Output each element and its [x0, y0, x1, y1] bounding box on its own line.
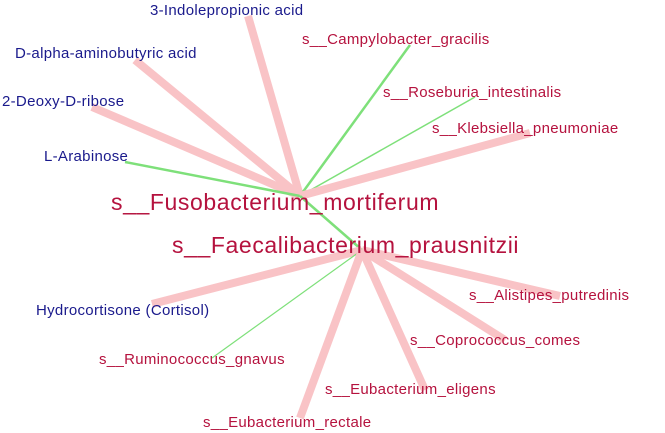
edge-fuso-n2	[132, 56, 303, 200]
edge-faec-n11	[359, 246, 508, 344]
edge-fuso-n1	[244, 14, 304, 198]
bacteria-node-label: s__Eubacterium_eligens	[325, 381, 496, 398]
edge-fuso-n5	[298, 44, 412, 197]
bacteria-node-label: s__Ruminococcus_gnavus	[99, 351, 285, 368]
hub-node-label: s__Fusobacterium_mortiferum	[111, 189, 440, 215]
bacteria-node-label: s__Klebsiella_pneumoniae	[432, 120, 619, 137]
edge-faec-n13	[296, 248, 366, 420]
edge-fuso-n7	[298, 129, 532, 200]
hub-node-label: s__Faecalibacterium_prausnitzii	[172, 232, 520, 258]
edge-faec-n12	[358, 248, 429, 392]
bacteria-node-label: s__Roseburia_intestinalis	[383, 84, 562, 101]
bacteria-node-label: s__Eubacterium_rectale	[203, 414, 372, 431]
edge-faec-n10	[361, 246, 561, 300]
metabolite-node-label: Hydrocortisone (Cortisol)	[36, 302, 210, 319]
bacteria-node-label: s__Coprococcus_comes	[410, 332, 581, 349]
metabolite-node-label: 3-Indolepropionic acid	[150, 2, 304, 19]
bacteria-node-label: s__Alistipes_putredinis	[469, 287, 630, 304]
edge-fuso-faec	[299, 195, 363, 251]
edge-fuso-n3	[90, 103, 302, 200]
edge-faec-n8	[151, 246, 363, 308]
metabolite-node-label: L-Arabinose	[44, 148, 129, 165]
metabolite-node-label: 2-Deoxy-D-ribose	[2, 93, 125, 110]
edge-fuso-n4	[124, 160, 301, 198]
metabolite-node-label: D-alpha-aminobutyric acid	[15, 45, 197, 62]
bacteria-node-label: s__Campylobacter_gracilis	[302, 31, 490, 48]
edge-faec-n9	[211, 249, 363, 359]
edge-fuso-n6	[299, 96, 476, 197]
